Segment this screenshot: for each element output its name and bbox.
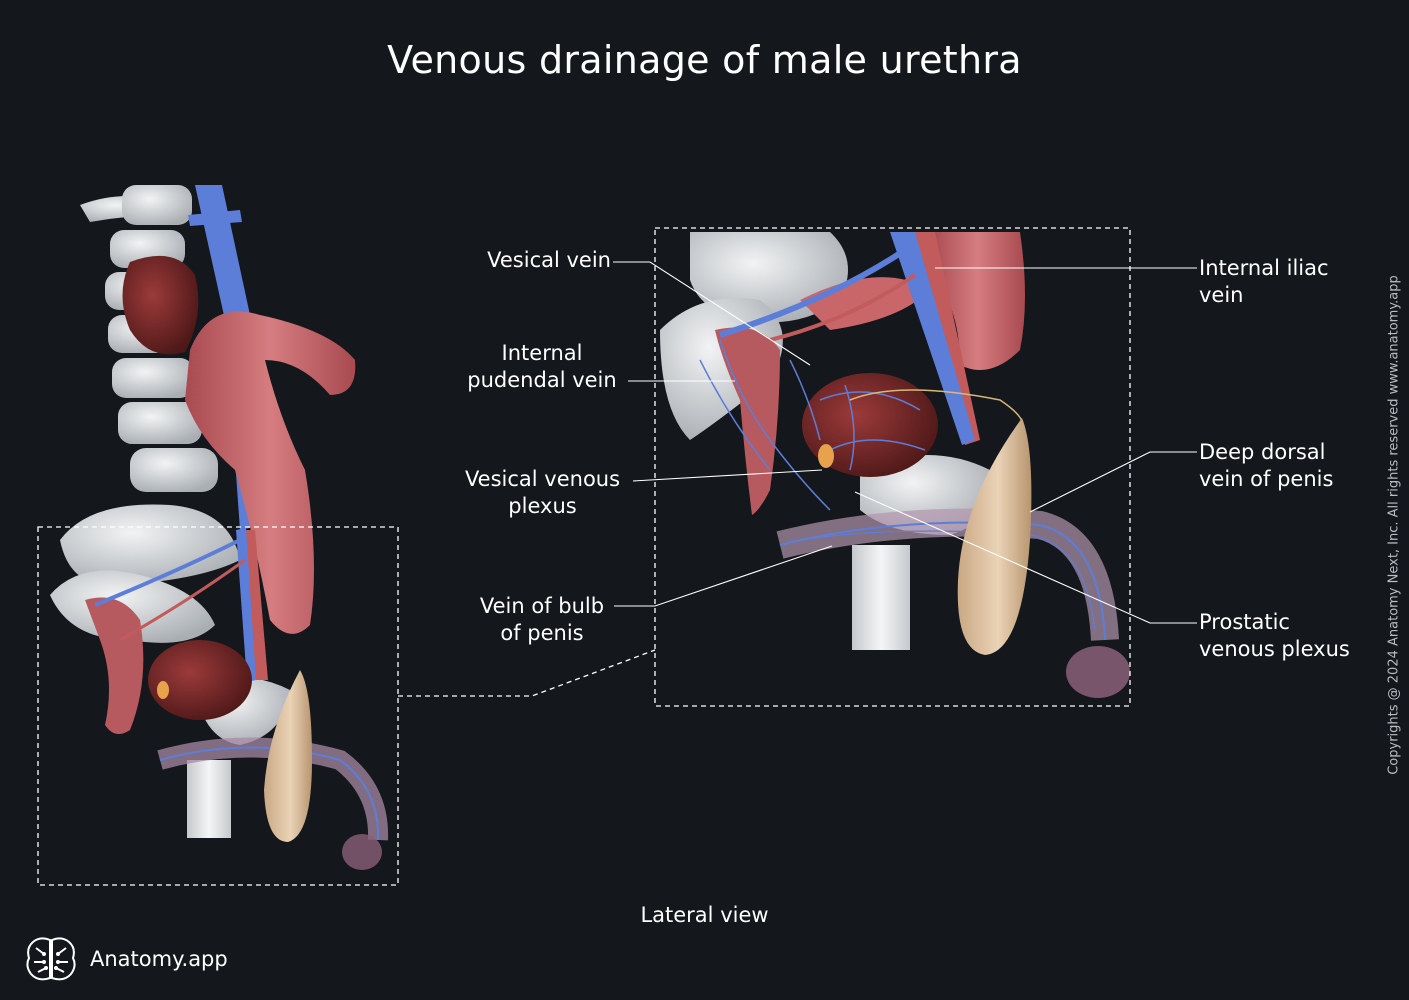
urethra xyxy=(852,545,910,650)
urethra xyxy=(187,760,231,838)
label-line: vein of penis xyxy=(1199,467,1334,491)
leader-vein-of-bulb xyxy=(614,545,833,607)
label-line: plexus xyxy=(508,494,577,518)
label-line: venous plexus xyxy=(1199,637,1350,661)
label-deep-dorsal-vein-of-penis: Deep dorsal vein of penis xyxy=(1199,439,1333,493)
overview-figure xyxy=(50,185,389,870)
kidney xyxy=(122,255,199,355)
label-line: Deep dorsal xyxy=(1199,440,1326,464)
label-vesical-venous-plexus: Vesical venous plexus xyxy=(450,466,635,520)
rectum xyxy=(715,327,780,515)
label-line: Internal xyxy=(501,341,583,365)
zoomed-detail-frame xyxy=(654,227,1131,707)
leader-deep-dorsal-vein xyxy=(1029,451,1197,513)
label-internal-iliac-vein: Internal iliac vein xyxy=(1199,255,1329,309)
label-prostatic-venous-plexus: Prostatic venous plexus xyxy=(1199,609,1350,663)
zoomed-figure xyxy=(660,232,1130,698)
leader-vesical-vein xyxy=(613,261,811,366)
label-line: Vein of bulb xyxy=(479,594,605,618)
label-line: vein xyxy=(1199,283,1244,307)
brand-name[interactable]: Anatomy.app xyxy=(90,947,228,971)
colon xyxy=(185,311,356,634)
label-line: Prostatic xyxy=(1199,610,1290,634)
brain-logo-icon xyxy=(26,937,76,981)
bladder xyxy=(148,640,252,720)
label-line: pudendal vein xyxy=(467,368,617,392)
label-vesical-vein: Vesical vein xyxy=(487,248,611,272)
pelvic-bone xyxy=(50,570,215,643)
label-vein-of-bulb-of-penis: Vein of bulb of penis xyxy=(462,593,622,647)
internal-iliac-vein-shape xyxy=(890,232,975,445)
label-internal-pudendal-vein: Internal pudendal vein xyxy=(452,340,632,394)
zoom-connector xyxy=(398,649,656,697)
bladder xyxy=(802,373,938,477)
leader-lines xyxy=(613,261,1197,624)
testis xyxy=(957,418,1032,655)
leader-vesical-venous-plexus xyxy=(632,469,823,482)
copyright-notice: Copyrights @ 2024 Anatomy Next, Inc. All… xyxy=(1386,275,1402,775)
overview-detail-frame xyxy=(37,526,399,886)
rectum xyxy=(85,597,144,734)
testis xyxy=(264,670,312,842)
colon xyxy=(930,232,1025,370)
brand-logo[interactable]: Anatomy.app xyxy=(24,934,228,984)
label-line: Vesical venous xyxy=(464,467,621,491)
label-line: of penis xyxy=(500,621,584,645)
page-title: Venous drainage of male urethra xyxy=(387,38,1022,82)
leader-prostatic-plexus xyxy=(854,491,1197,624)
label-line: Internal iliac xyxy=(1199,256,1329,280)
seminal-vesicle xyxy=(818,444,834,468)
view-caption: Lateral view xyxy=(640,903,769,927)
